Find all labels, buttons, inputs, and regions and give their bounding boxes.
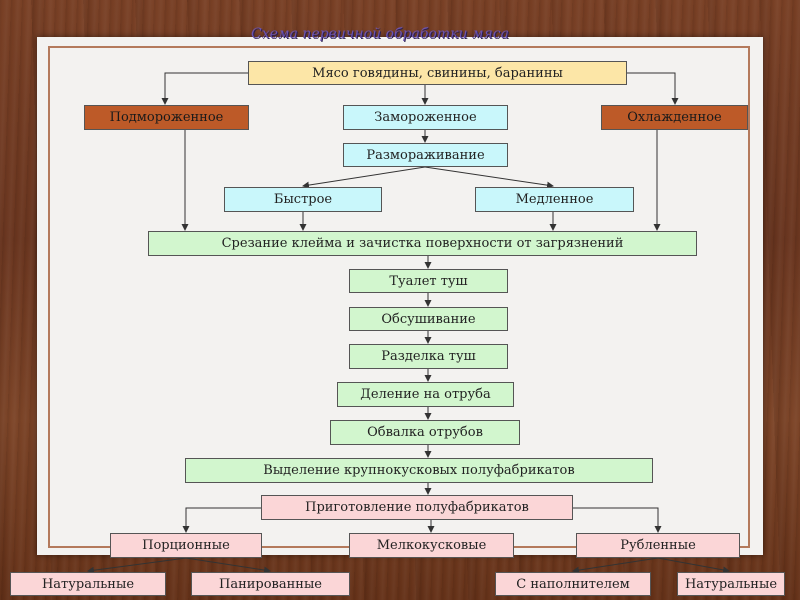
arrow-portion-to-natural [87,557,187,574]
box-chilled: Охлажденное [601,105,748,130]
box-stamp-removal: Срезание клейма и зачистка поверхности о… [148,231,697,256]
arrow-chopped-to-natural [657,557,730,574]
arrow-prep-to-chopped [573,507,662,533]
box-fast-defrost: Быстрое [224,187,382,212]
box-chopped: Рубленные [576,533,740,558]
box-defrosting: Размораживание [343,143,508,167]
box-carcass-toilet: Туалет туш [349,269,508,293]
arrow-defrost-to-fast [302,166,426,189]
arrow-chopped-to-filler [572,557,659,574]
arrow-defrost-to-slow [424,166,554,189]
box-semi-finished-prep: Приготовление полуфабрикатов [261,495,573,520]
box-drying: Обсушивание [349,307,508,331]
arrow-prep-to-portion [182,507,261,533]
arrow-meat-to-chilled [627,72,679,105]
box-portion: Порционные [110,533,262,558]
box-deboning: Обвалка отрубов [330,420,520,445]
box-frozen: Замороженное [343,105,508,130]
box-carcass-cutting: Разделка туш [349,344,508,369]
box-subfrozen: Подмороженное [84,105,249,130]
box-with-filler: С наполнителем [495,572,651,596]
box-natural-portion: Натуральные [10,572,166,596]
box-meat-types: Мясо говядины, свинины, баранины [248,61,627,85]
box-breaded: Панированные [191,572,350,596]
box-small-pieces: Мелкокусковые [349,533,514,558]
arrow-portion-to-breaded [185,557,271,574]
box-division-cuts: Деление на отруба [337,382,514,407]
arrow-meat-to-subfrozen [161,72,248,105]
diagram-title: Схема первичной обработки мяса [251,26,509,42]
box-natural-chopped: Натуральные [677,572,785,596]
box-large-pieces: Выделение крупнокусковых полуфабрикатов [185,458,653,483]
box-slow-defrost: Медленное [475,187,634,212]
